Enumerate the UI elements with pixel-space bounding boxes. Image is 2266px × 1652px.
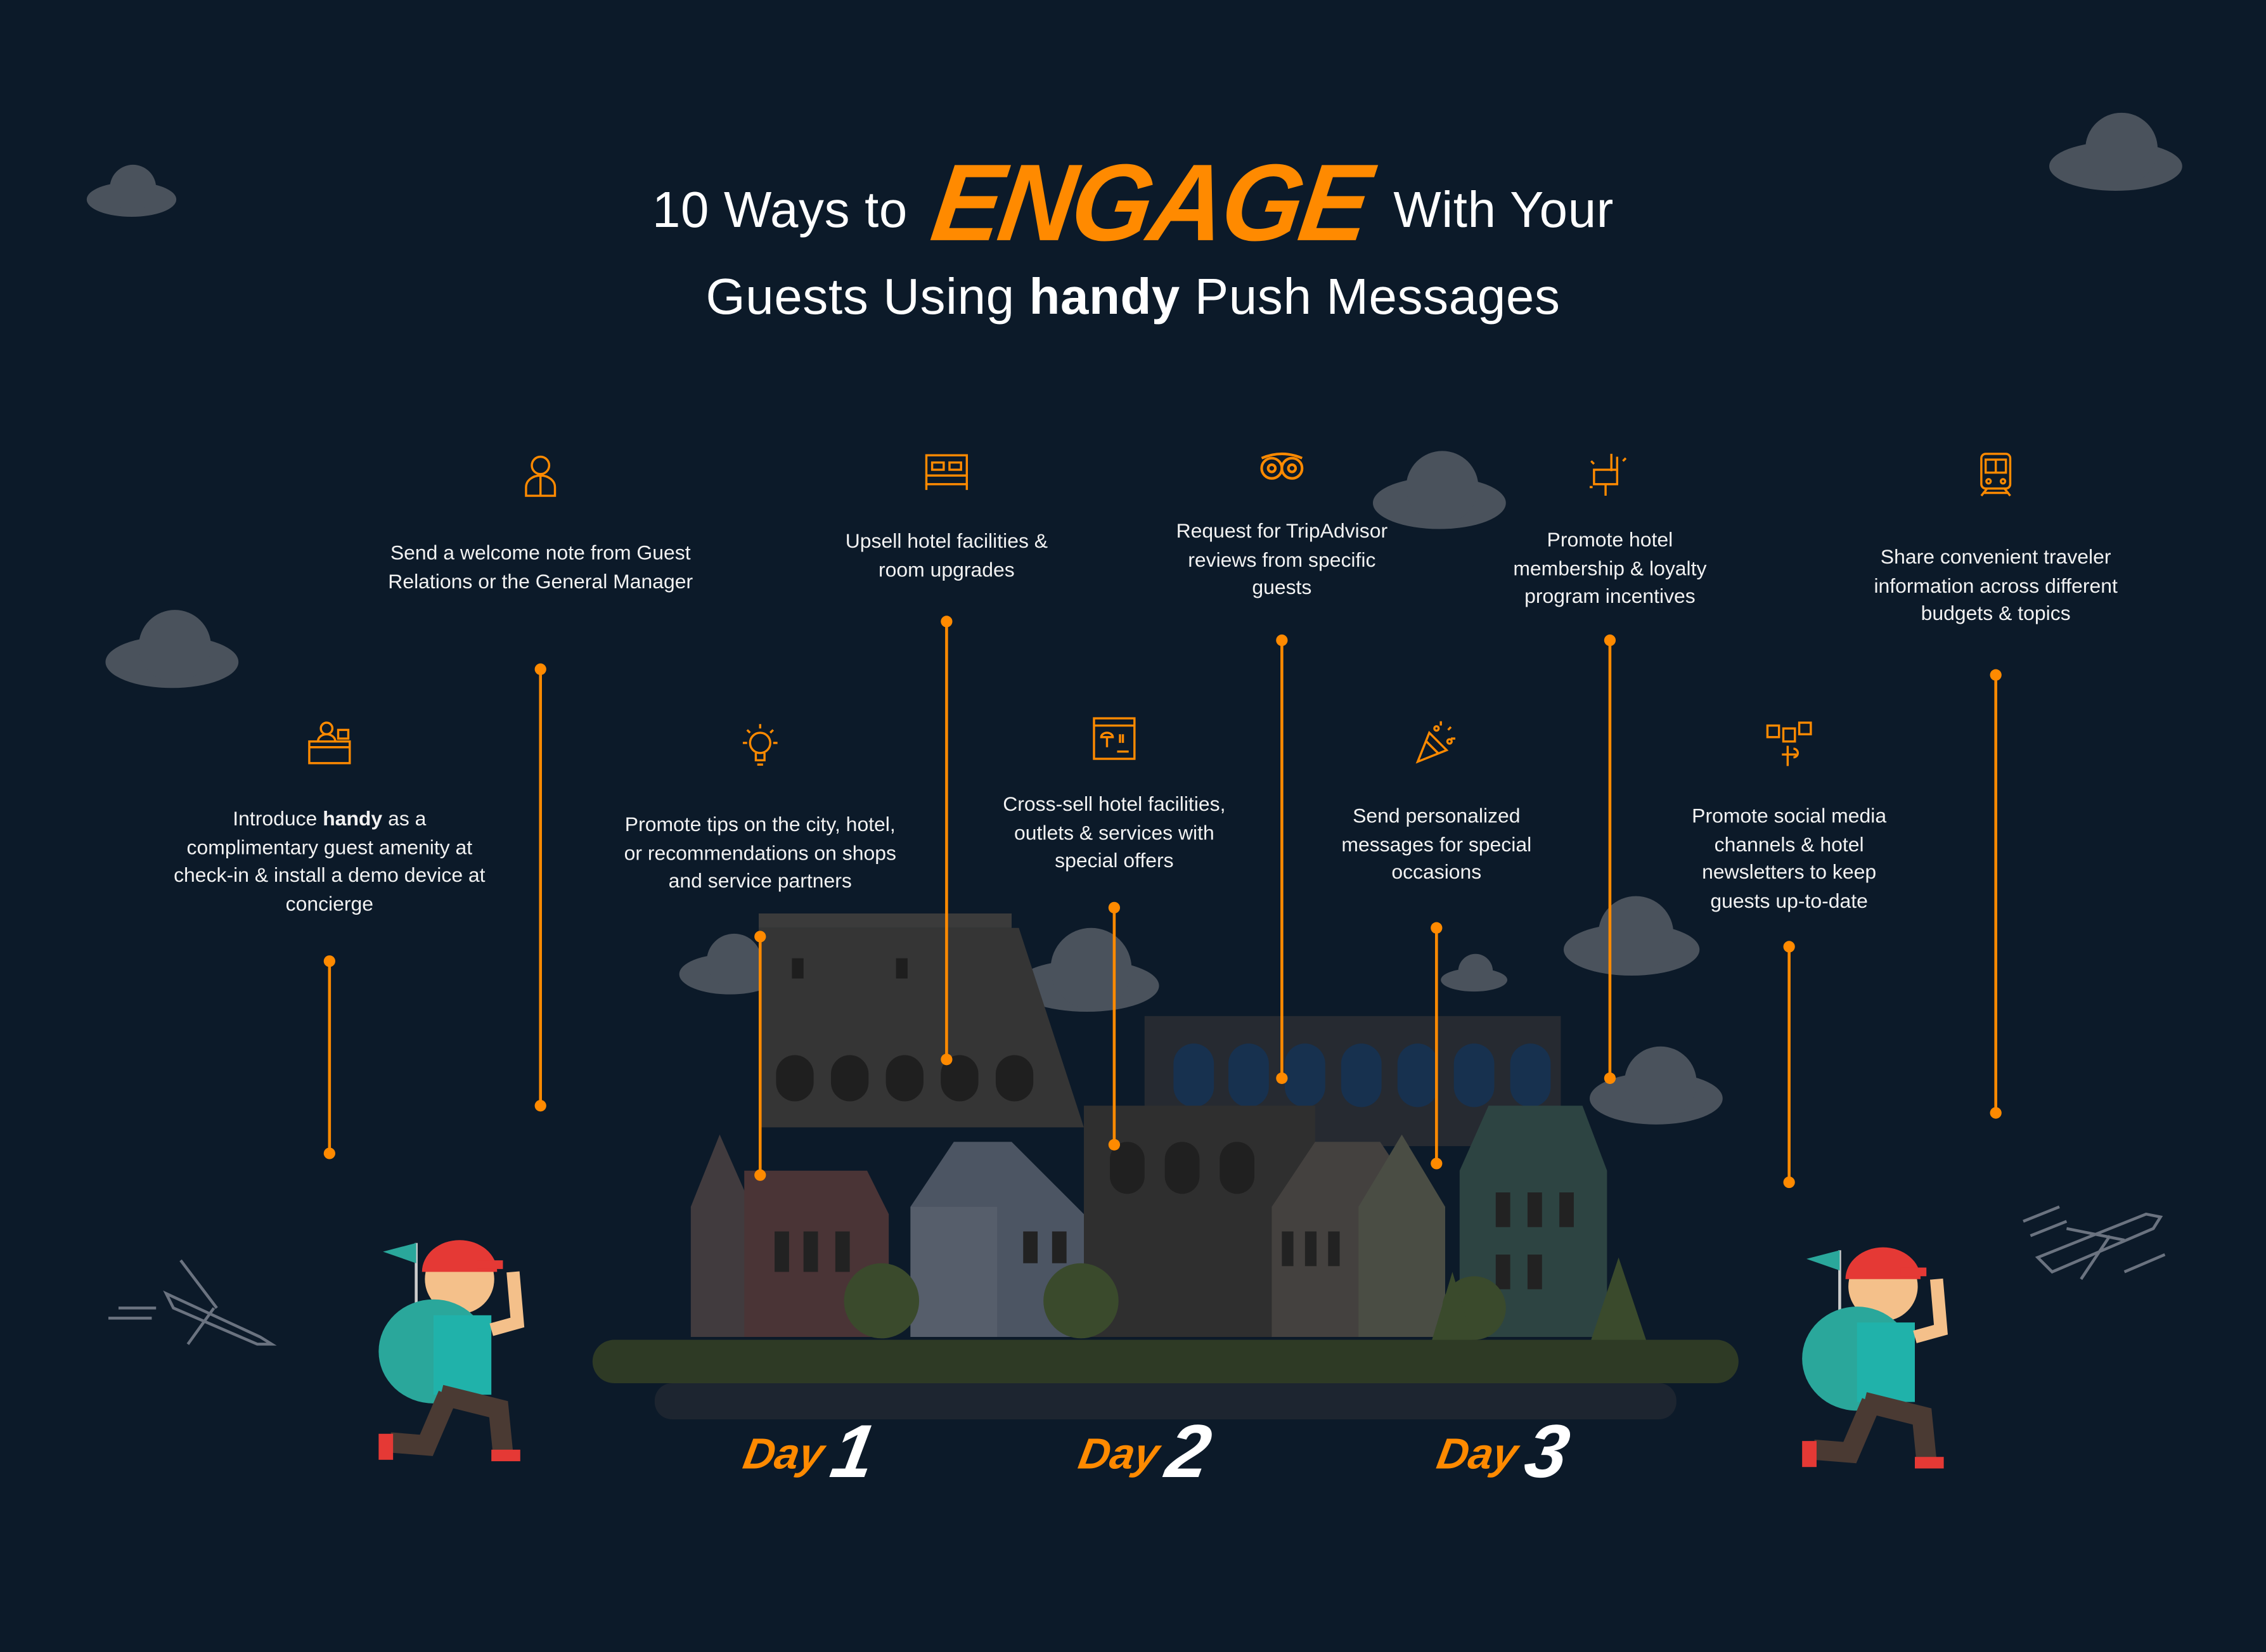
cloud-icon (1590, 1046, 1723, 1125)
traveler-figure (1802, 1247, 1948, 1469)
connector-dot (941, 1054, 953, 1066)
connector-dot (1783, 1176, 1795, 1189)
connector-line (1113, 907, 1116, 1145)
tip-text: Upsell hotel facilities & room upgrades (845, 529, 1048, 581)
day-text: Day (1074, 1431, 1163, 1479)
airplane-icon (108, 1259, 277, 1346)
reception-desk-icon (308, 721, 351, 765)
tip-text: Share convenient traveler information ac… (1874, 545, 2118, 624)
cloud-icon (1441, 953, 1508, 992)
connector-dot (534, 663, 546, 675)
connector-dot (1990, 669, 2002, 681)
connector-line (1994, 674, 1997, 1113)
tip-upsell: Upsell hotel facilities & room upgrades (788, 527, 1106, 584)
title-prefix: 10 Ways to (652, 182, 908, 239)
connector-line (1787, 946, 1791, 1183)
train-icon (1980, 453, 2012, 497)
connector-dot (323, 955, 335, 967)
tip-text: as a complimentary guest amenity at chec… (174, 806, 486, 915)
tip-welcome-note: Send a welcome note from Guest Relations… (382, 539, 700, 595)
connector-dot (1990, 1107, 2002, 1119)
tip-text: Promote tips on the city, hotel, or reco… (624, 812, 896, 892)
day-label-2: Day2 (1072, 1409, 1217, 1496)
cloud-icon (2049, 112, 2182, 191)
connector-dot (1431, 1158, 1443, 1170)
tip-text: Send a welcome note from Guest Relations… (388, 540, 693, 592)
connector-dot (1276, 1072, 1288, 1084)
connector-dot (1108, 1139, 1120, 1151)
title-line2-prefix: Guests Using (705, 269, 1015, 325)
lightbulb-icon (742, 724, 778, 766)
tip-text: Promote social media channels & hotel ne… (1692, 803, 1887, 912)
bed-icon (925, 454, 969, 490)
tip-text-pre: Introduce (233, 806, 318, 830)
connector-dot (534, 1100, 546, 1112)
connector-line (1609, 640, 1611, 1078)
tip-traveler-info: Share convenient traveler information ac… (1837, 543, 2155, 628)
connector-dot (1431, 922, 1443, 934)
airplane-icon (2023, 1205, 2166, 1281)
tip-tripadvisor: Request for TripAdvisor reviews from spe… (1123, 517, 1441, 602)
party-popper-icon (1415, 721, 1455, 764)
traveler-figure (378, 1240, 525, 1462)
concierge-icon (525, 455, 557, 497)
day-text: Day (1433, 1431, 1522, 1479)
loyalty-card-icon (1589, 453, 1627, 496)
connector-dot (1276, 634, 1288, 647)
cloud-icon (1373, 451, 1506, 529)
cloud-icon (679, 933, 781, 995)
connector-dot (1783, 941, 1795, 953)
connector-line (539, 669, 542, 1106)
tip-loyalty: Promote hotel membership & loyalty progr… (1451, 526, 1769, 610)
tip-social-media: Promote social media channels & hotel ne… (1630, 802, 1948, 915)
connector-line (1280, 640, 1284, 1078)
title-line-1: 10 Ways to ENGAGE With Your (0, 143, 2266, 265)
tip-cross-sell: Cross-sell hotel facilities, outlets & s… (955, 791, 1273, 875)
tip-text: Request for TripAdvisor reviews from spe… (1176, 519, 1388, 598)
tripadvisor-icon (1260, 452, 1304, 480)
connector-dot (1604, 1072, 1616, 1084)
cloud-icon (1014, 927, 1159, 1012)
cloud-icon (1563, 896, 1700, 976)
connector-dot (1604, 634, 1616, 647)
tip-introduce-handy: Introduce handy as a complimentary guest… (171, 805, 489, 918)
tip-city-tips: Promote tips on the city, hotel, or reco… (601, 811, 919, 895)
social-media-icon (1766, 721, 1812, 766)
title-line2-suffix: Push Messages (1194, 269, 1561, 325)
tip-brand: handy (323, 806, 383, 830)
connector-dot (1108, 901, 1120, 913)
tip-personalized: Send personalized messages for special o… (1278, 802, 1596, 886)
title-brand: handy (1029, 269, 1181, 325)
connector-line (945, 621, 948, 1060)
connector-line (759, 936, 761, 1175)
day-label-3: Day3 (1431, 1409, 1576, 1496)
tip-text: Cross-sell hotel facilities, outlets & s… (1003, 792, 1226, 872)
connector-line (328, 961, 331, 1154)
connector-dot (941, 616, 953, 628)
day-label-1: Day1 (737, 1409, 882, 1496)
menu-board-icon (1093, 717, 1136, 760)
cloud-icon (86, 164, 177, 217)
title-line-2: Guests Using handy Push Messages (0, 269, 2266, 326)
cloud-icon (105, 610, 239, 688)
tip-text: Promote hotel membership & loyalty progr… (1513, 527, 1707, 607)
title-suffix: With Your (1393, 182, 1614, 239)
tip-text: Send personalized messages for special o… (1341, 803, 1532, 884)
connector-dot (754, 1169, 766, 1181)
connector-line (1435, 927, 1438, 1164)
day-text: Day (739, 1431, 828, 1479)
connector-dot (323, 1147, 335, 1159)
connector-dot (754, 931, 766, 943)
